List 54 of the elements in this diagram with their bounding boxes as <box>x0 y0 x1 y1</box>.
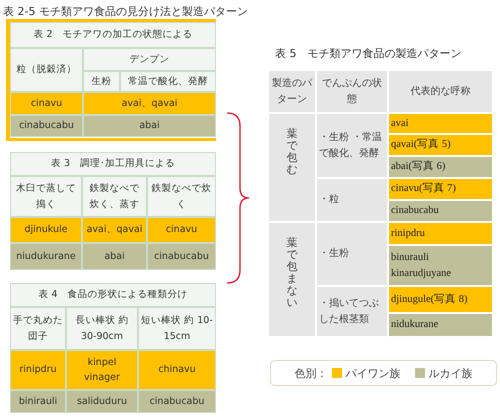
table-cell: avai、qavai <box>83 92 216 115</box>
table-header-cell: 長い棒状 約 30-90cm <box>66 307 138 350</box>
legend-text: ルカイ族 <box>428 366 472 380</box>
table-cell: cinavu <box>147 217 216 243</box>
table-header-cell: 粒（脱穀済） <box>10 48 83 92</box>
table-header-cell: ・搗いてつぶした根茎類 <box>316 286 388 337</box>
table-cell: nidukurane <box>388 313 493 337</box>
table <box>10 152 216 270</box>
table-header-cell: ・生粉 ・常温で酸化、発酵 <box>316 113 388 178</box>
table-cell: abai <box>82 243 147 270</box>
table-cell: kinpel vinager <box>66 350 138 390</box>
table-cell: rinipdru <box>10 350 66 390</box>
table-cell: niudukurane <box>10 243 82 270</box>
table-cell: djinugule(写真 8) <box>388 286 493 313</box>
table-header-cell: 葉で包む <box>268 113 316 222</box>
table-cell: cinabucabu <box>10 115 83 137</box>
table-header-cell: 鉄製なべで炊く、蒸す <box>82 176 147 217</box>
table-header-cell: 表 3 調理･加工用具による <box>10 152 216 176</box>
table-header-cell: 表 4 食品の形状による種類分け <box>10 283 216 307</box>
table-cell: rinipdru <box>388 222 493 245</box>
table-header-cell: 代表的な呼称 <box>388 70 493 113</box>
table-header-cell: 製造のパターン <box>268 70 316 113</box>
legend-title: 色別： <box>294 366 328 380</box>
table-cell: cinabucabu <box>147 243 216 270</box>
table-cell: cinavu <box>10 92 83 115</box>
diagram-title: 表 2-5 モチ類アワ食品の見分け法と製造パターン <box>3 4 248 19</box>
table-header-cell: 表 2 モチアワの加工の状態による <box>10 22 216 48</box>
table-cell: avai、qavai <box>82 217 147 243</box>
table-cell: djinukule <box>10 217 82 243</box>
table-header-cell: でんぷんの状態 <box>316 70 388 113</box>
table-cell: binirauli <box>10 390 66 413</box>
table-header-cell: 葉で包まない <box>268 222 316 337</box>
table-header-cell: ・粒 <box>316 178 388 222</box>
table-cell: saliduduru <box>66 390 138 413</box>
table-cell: chinavu <box>138 350 216 390</box>
table-header-cell: ・生粉 <box>316 222 388 286</box>
table-cell: avai <box>388 113 493 134</box>
table-header-cell: 木臼で蒸して搗く <box>10 176 82 217</box>
table-header-cell: 短い棒状 約 10-15cm <box>138 307 216 350</box>
table-title: 表 5 モチ類アワ食品の製造パターン <box>274 46 462 62</box>
table-cell: cinavu(写真 7) <box>388 178 493 200</box>
table-cell: abai <box>83 115 216 137</box>
table-header-cell: 手で丸めた団子 <box>10 307 66 350</box>
table-cell: cinabucabu <box>138 390 216 413</box>
table-header-cell: 鉄製なべで炊く <box>147 176 216 217</box>
table-cell: abai(写真 6) <box>388 156 493 178</box>
table-header-cell: デンプン <box>83 48 216 71</box>
table-header-cell: 生粉 <box>83 71 120 92</box>
table <box>10 283 216 413</box>
table-cell: qavai(写真 5) <box>388 134 493 156</box>
table-header-cell: 常温で酸化、発酵 <box>120 71 216 92</box>
legend-text: パイワン族 <box>346 366 400 380</box>
table-cell: binurauli kinarudjuyane <box>388 245 493 286</box>
table-cell: cinabucabu <box>388 200 493 222</box>
